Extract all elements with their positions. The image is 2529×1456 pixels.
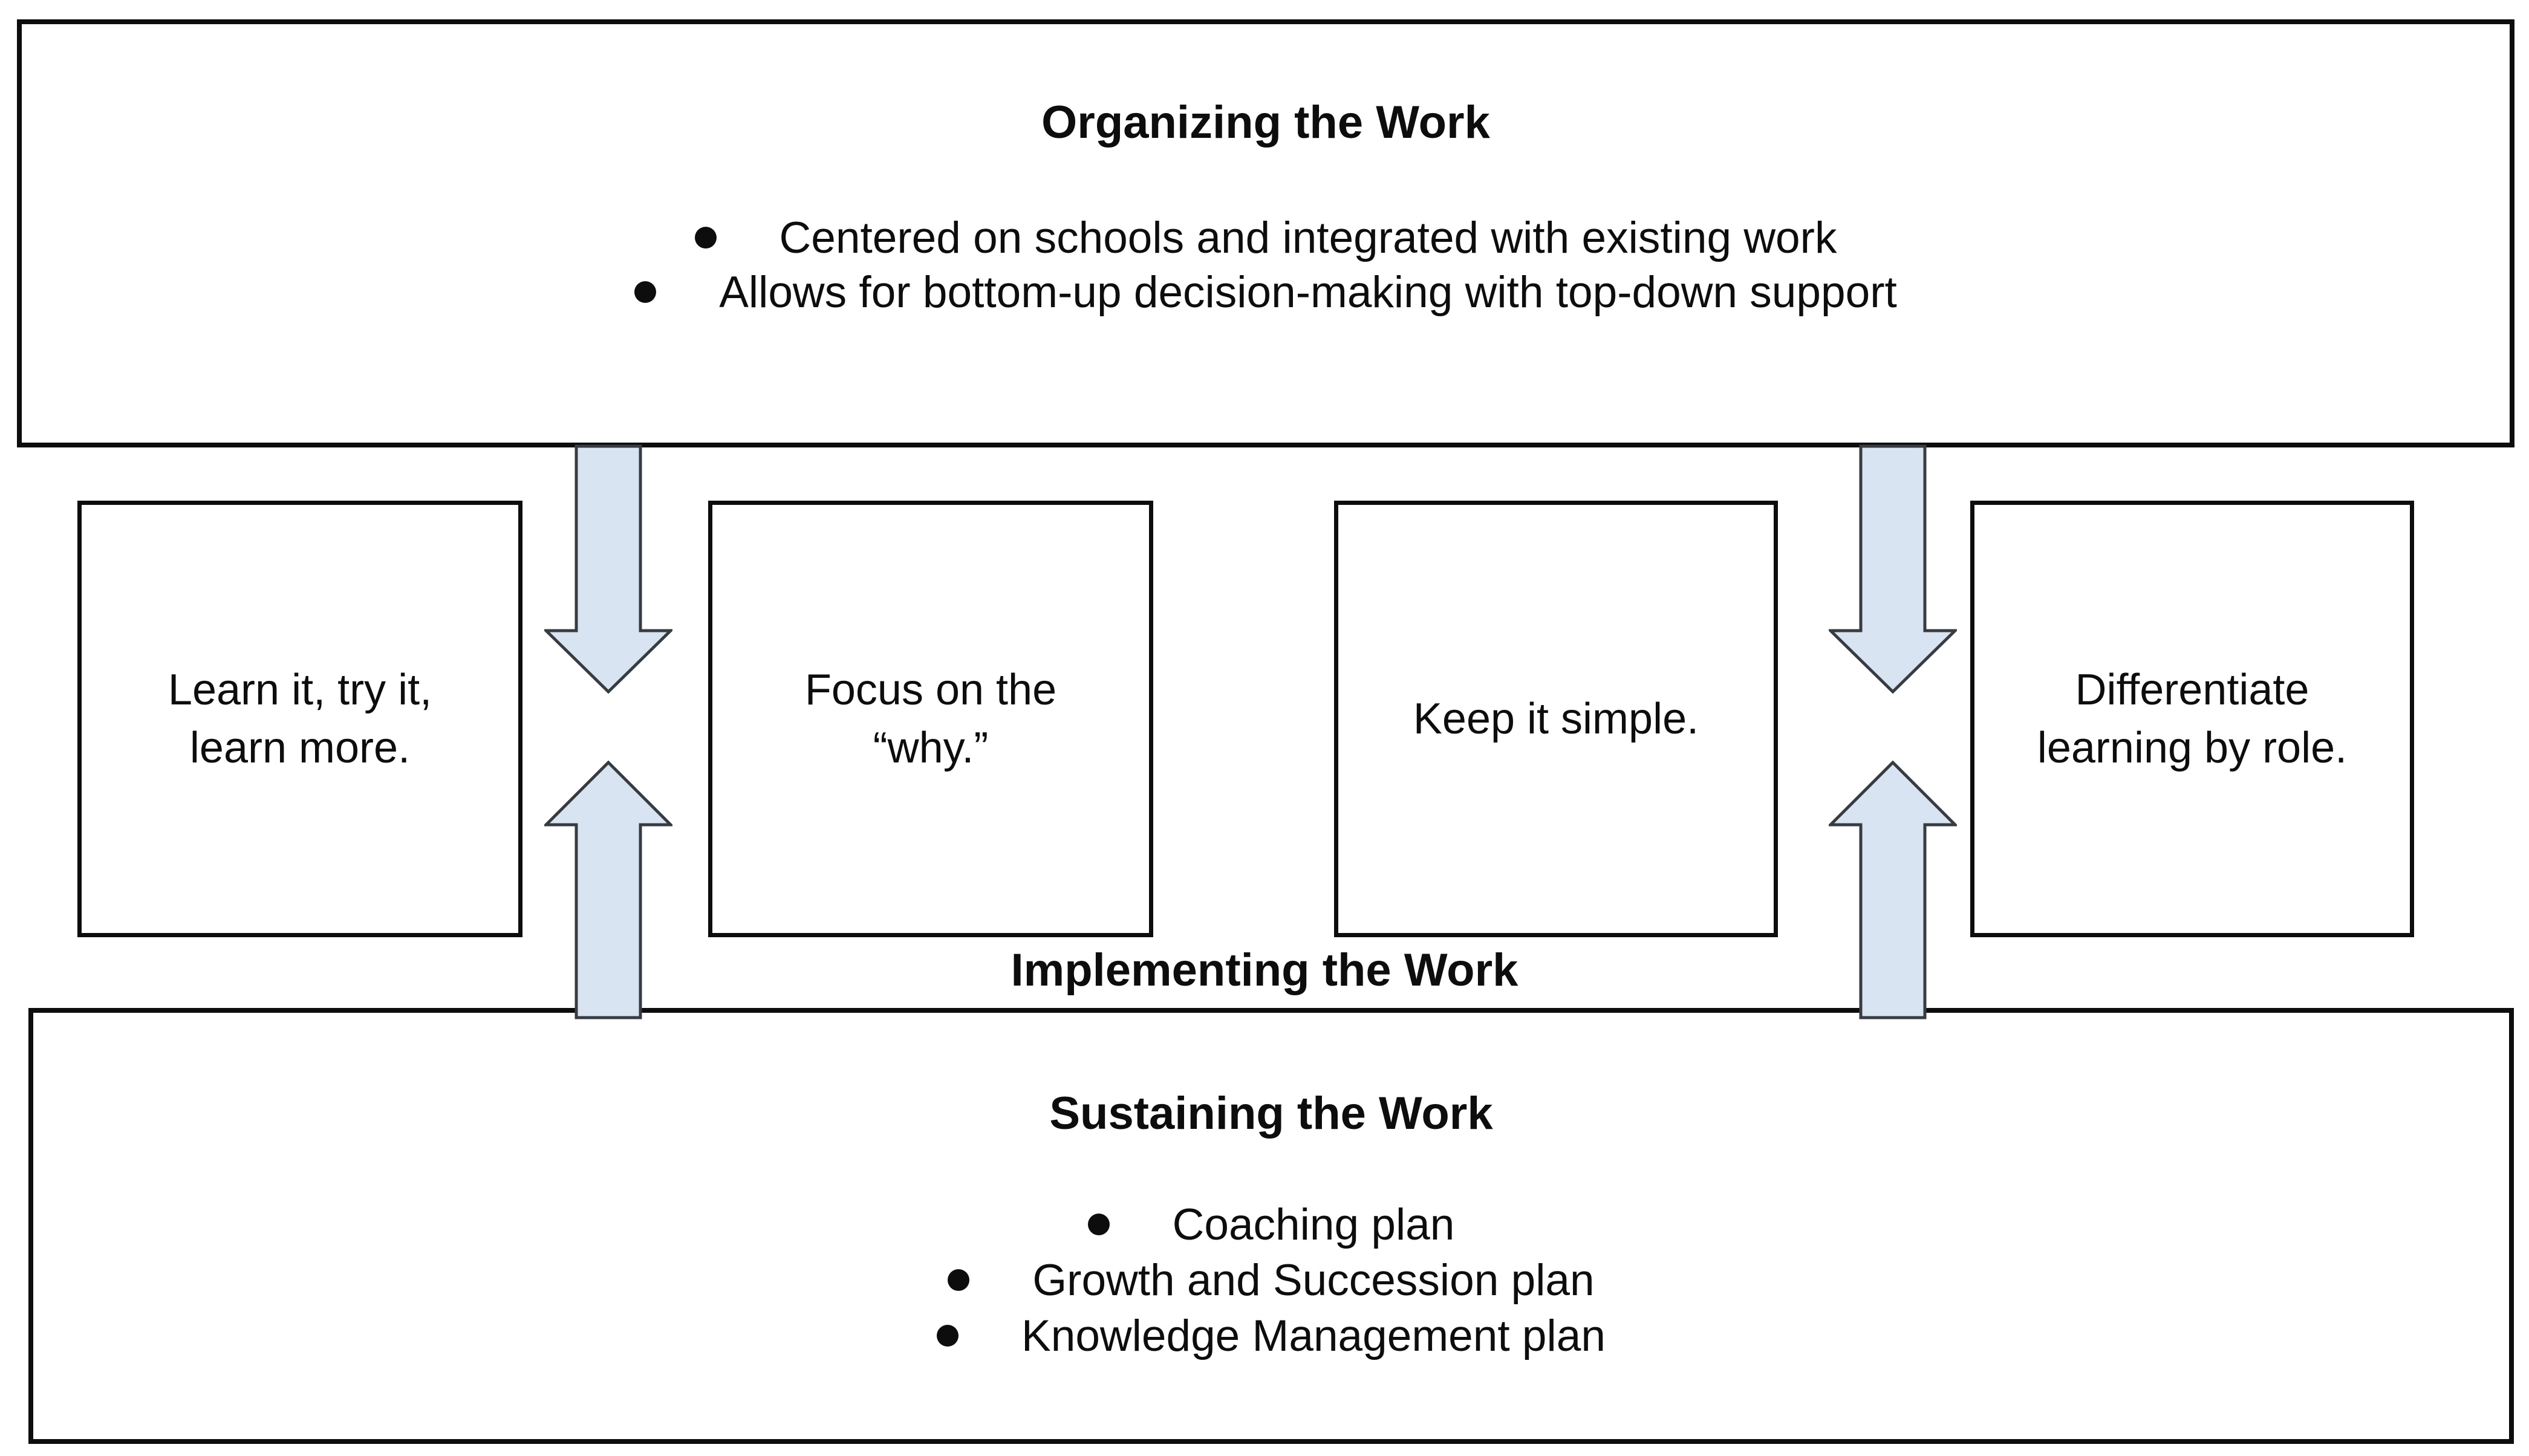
- principle-box-focus-on-why: Focus on the “why.”: [708, 501, 1153, 937]
- bullet-text: Growth and Succession plan: [1032, 1255, 1595, 1305]
- list-item: Knowledge Management plan: [937, 1308, 1606, 1363]
- bullet-text: Coaching plan: [1172, 1200, 1455, 1249]
- organizing-the-work-box: Organizing the Work Centered on schools …: [17, 19, 2514, 447]
- principle-text-line: “why.”: [873, 724, 989, 772]
- principle-text-line: learning by role.: [2037, 724, 2348, 772]
- principle-box-keep-it-simple: Keep it simple.: [1334, 501, 1778, 937]
- bullet-dot-icon: [948, 1269, 970, 1291]
- bullet-text: Knowledge Management plan: [1021, 1311, 1606, 1360]
- bullet-dot-icon: [694, 227, 717, 249]
- down-arrow-icon-right: [1829, 444, 1957, 694]
- list-item: Growth and Succession plan: [948, 1252, 1595, 1308]
- list-item: Coaching plan: [1087, 1197, 1455, 1252]
- sustaining-the-work-box: Sustaining the Work Coaching plan Growth…: [28, 1008, 2514, 1444]
- implementing-the-work-label: Implementing the Work: [1011, 944, 1518, 996]
- bullet-text: Centered on schools and integrated with …: [779, 213, 1837, 262]
- principle-box-differentiate: Differentiate learning by role.: [1970, 501, 2414, 937]
- bullet-dot-icon: [1087, 1214, 1110, 1235]
- principle-text-line: learn more.: [189, 724, 411, 772]
- list-item: Allows for bottom-up decision-making wit…: [634, 265, 1897, 319]
- principle-text-line: Keep it simple.: [1413, 695, 1699, 743]
- sustaining-title: Sustaining the Work: [1049, 1088, 1493, 1139]
- bullet-dot-icon: [634, 281, 657, 303]
- up-arrow-icon-left: [544, 761, 672, 1019]
- organizing-title: Organizing the Work: [1041, 97, 1490, 148]
- up-arrow-icon-right: [1829, 761, 1957, 1019]
- down-arrow-icon-left: [544, 444, 672, 694]
- organizing-bullet-list: Centered on schools and integrated with …: [634, 210, 1897, 319]
- principle-text-line: Focus on the: [804, 666, 1057, 714]
- principle-text-line: Differentiate: [2075, 666, 2309, 714]
- list-item: Centered on schools and integrated with …: [694, 210, 1837, 265]
- bullet-text: Allows for bottom-up decision-making wit…: [719, 267, 1897, 317]
- principle-text-line: Learn it, try it,: [168, 666, 432, 714]
- bullet-dot-icon: [937, 1325, 959, 1347]
- sustaining-bullet-list: Coaching plan Growth and Succession plan…: [937, 1197, 1606, 1363]
- principle-box-learn-it: Learn it, try it, learn more.: [77, 501, 522, 937]
